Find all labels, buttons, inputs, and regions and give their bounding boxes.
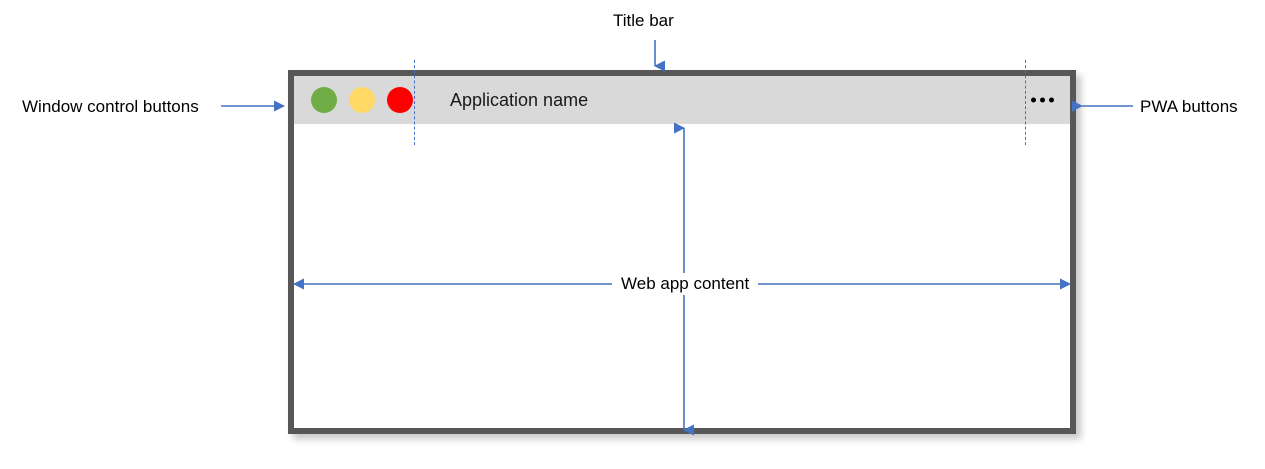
pwa-buttons[interactable] bbox=[1031, 97, 1054, 103]
maximize-button[interactable] bbox=[349, 87, 375, 113]
annotation-label-title-bar: Title bar bbox=[613, 11, 674, 30]
application-window: Application name bbox=[288, 70, 1076, 434]
annotation-label-window-controls: Window control buttons bbox=[22, 97, 199, 116]
overflow-menu-icon[interactable] bbox=[1031, 97, 1054, 103]
annotation-label-pwa-buttons: PWA buttons bbox=[1140, 97, 1238, 116]
close-button[interactable] bbox=[387, 87, 413, 113]
title-bar[interactable]: Application name bbox=[294, 76, 1070, 124]
dashed-guide-right bbox=[1025, 60, 1026, 145]
minimize-button[interactable] bbox=[311, 87, 337, 113]
dashed-guide-left bbox=[414, 60, 415, 145]
annotation-label-web-app-content: Web app content bbox=[612, 273, 759, 295]
application-name-label: Application name bbox=[450, 89, 589, 110]
window-control-buttons bbox=[294, 87, 413, 113]
